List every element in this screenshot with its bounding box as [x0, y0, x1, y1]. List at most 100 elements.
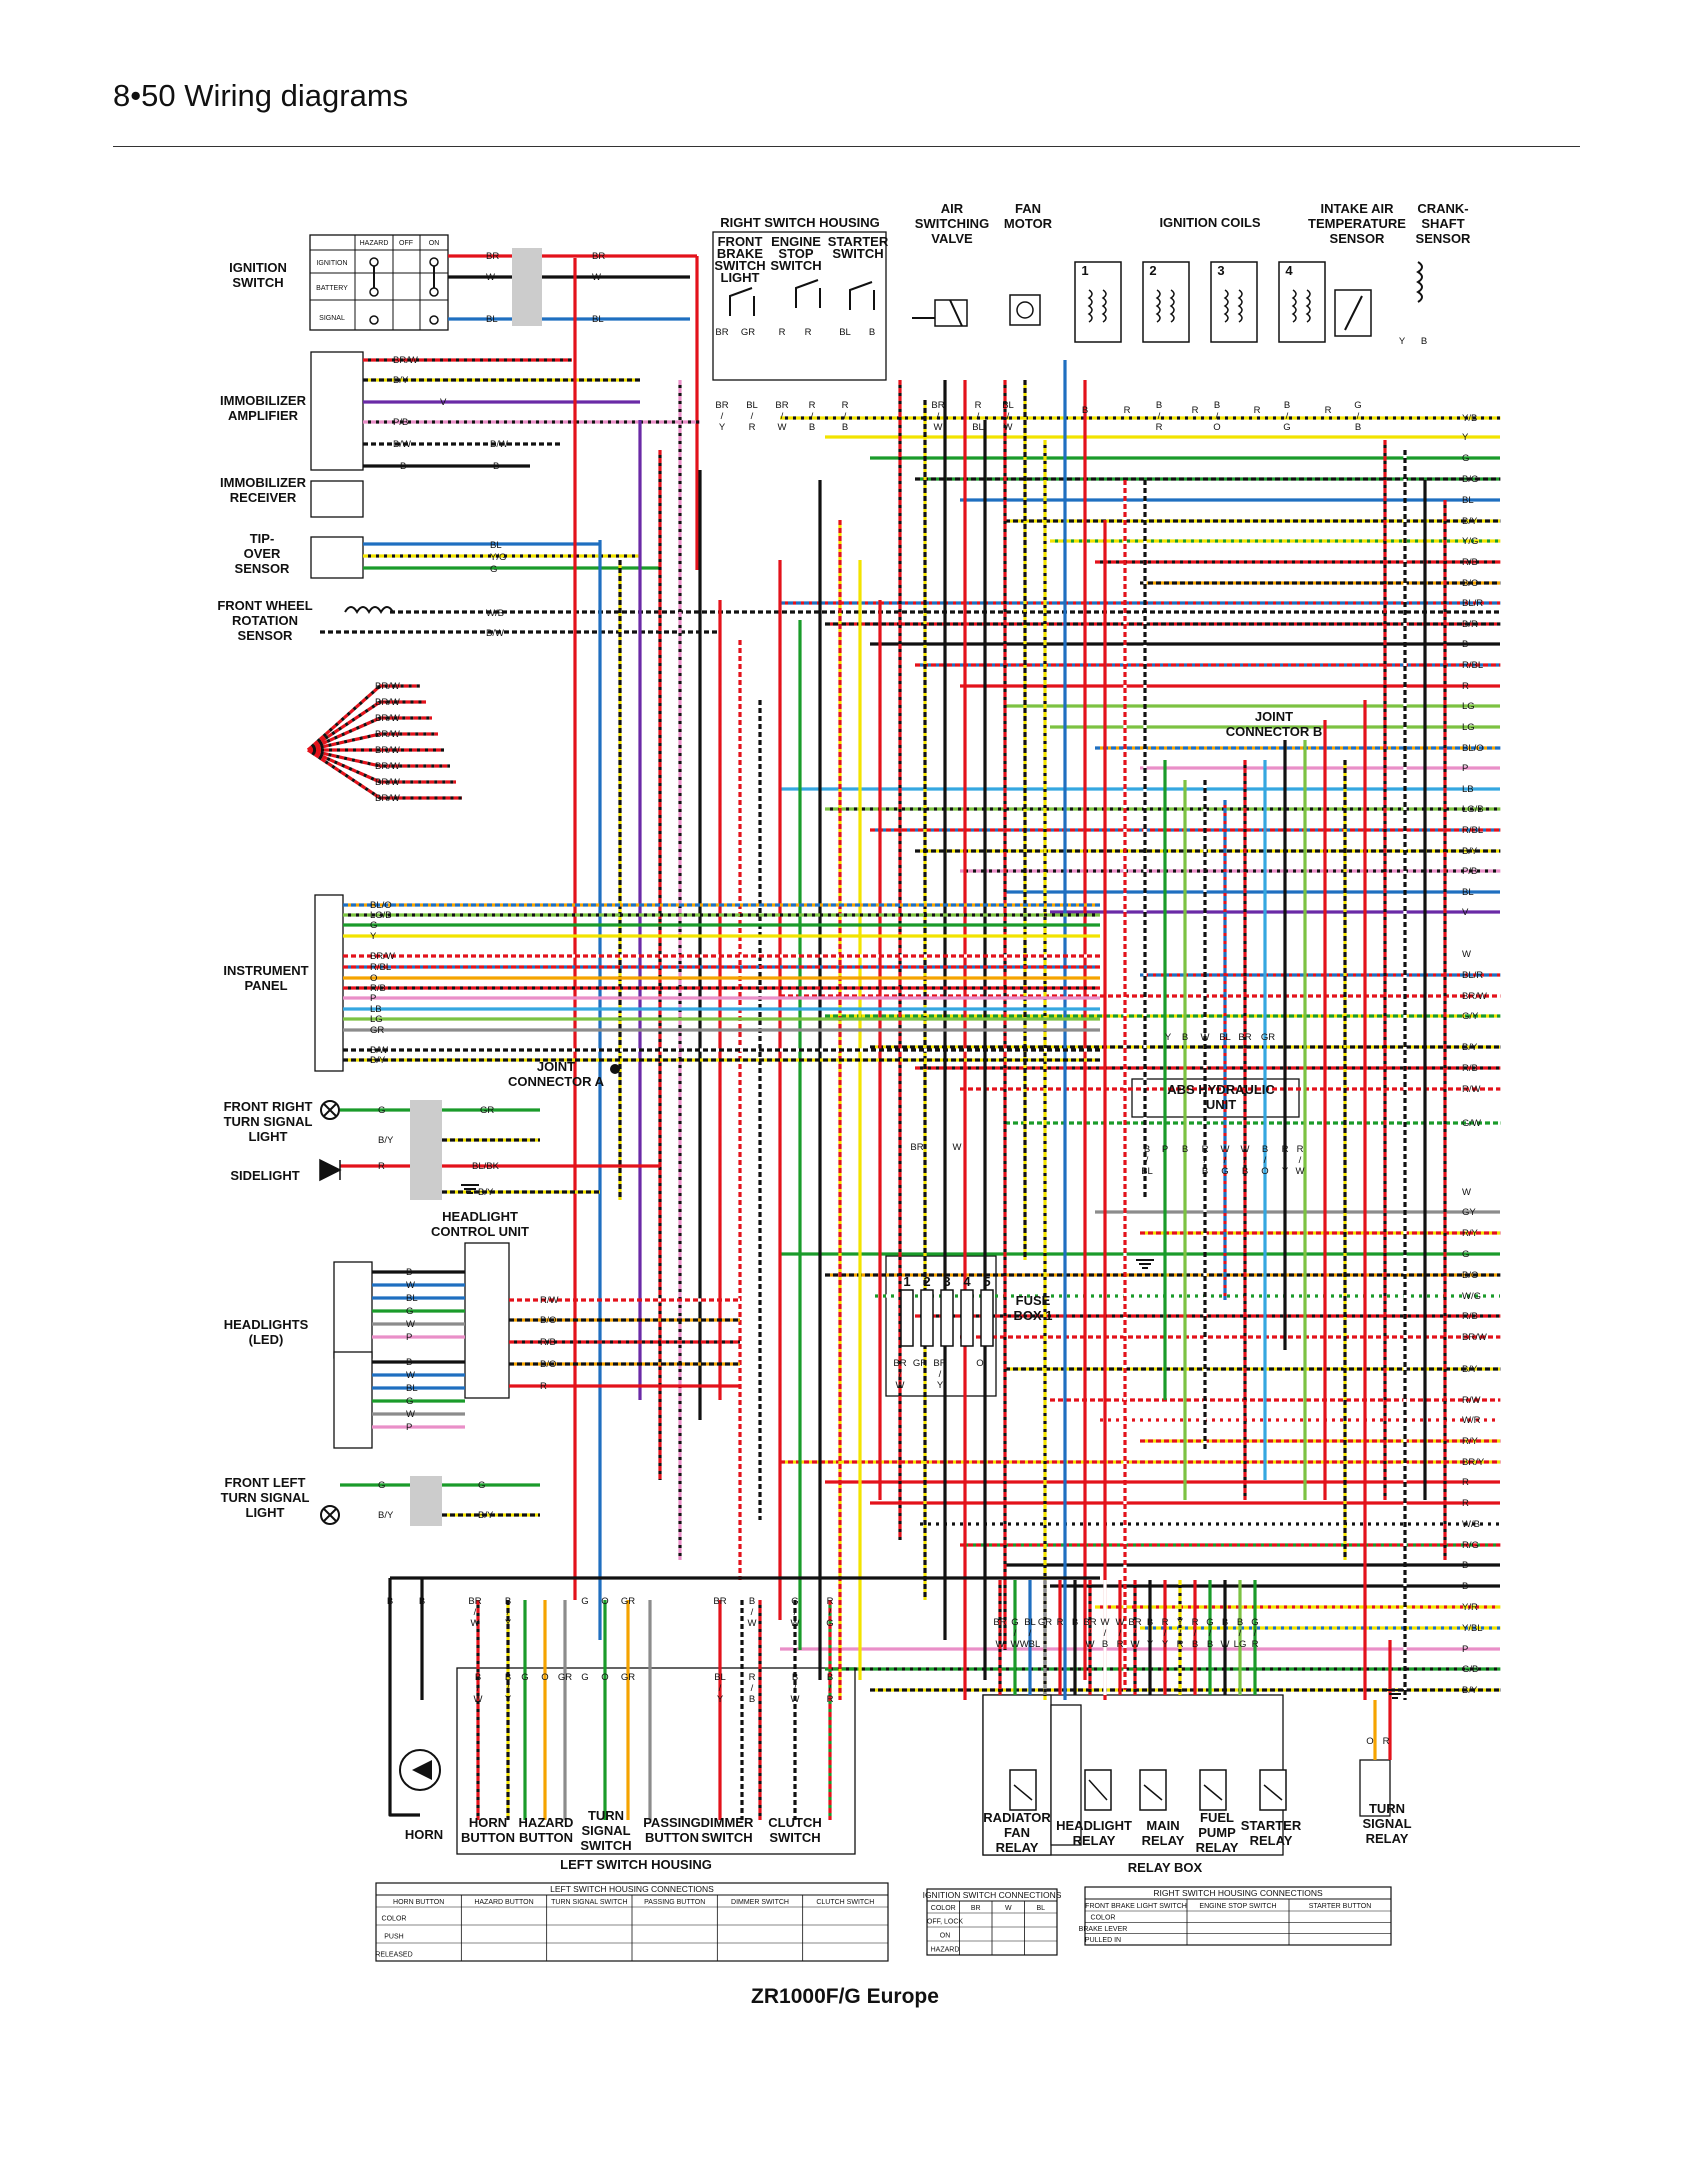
wire-label-part: W — [471, 1618, 480, 1629]
headlight-wire-label: B/O — [540, 1359, 556, 1370]
turn-signal-relay-label-line: SIGNAL — [1362, 1816, 1411, 1831]
ignition-contact — [369, 315, 379, 325]
wire-label-part: W — [896, 1380, 905, 1391]
abs-input-label: B — [1182, 1032, 1188, 1043]
relay-box-wire-label: B/W — [1221, 1617, 1230, 1650]
right-switch-wire-label: BL — [839, 327, 851, 338]
wire-label-part: / — [1029, 1628, 1032, 1639]
wire-label-part: B — [1242, 1166, 1248, 1177]
ignition-coils-label-line: IGNITION COILS — [1159, 215, 1260, 230]
immobilizer-amplifier-label-line: IMMOBILIZER — [220, 393, 307, 408]
wire-label-part: R — [842, 400, 849, 411]
ground-symbol — [1136, 1259, 1154, 1269]
left-switch-wire-label: B — [419, 1596, 425, 1607]
wire-label-part: R — [1117, 1639, 1124, 1650]
relay-box-wire-label: BR/W — [1083, 1617, 1096, 1650]
abs-output-label: R/Y — [1282, 1144, 1289, 1177]
front-brake-light-switch-label-line: BRAKE — [717, 246, 764, 261]
passing-button-label-line: PASSING — [643, 1815, 701, 1830]
harness-edge-label: B/Y — [1462, 1685, 1478, 1696]
wire-br-w-ground-tracer — [307, 716, 432, 752]
relay-coil-4 — [1259, 1769, 1287, 1811]
radiator-fan-relay-label-line: FAN — [1004, 1825, 1030, 1840]
wire-label-part: WBL — [1020, 1639, 1041, 1650]
wire-label-part: B — [387, 1596, 393, 1607]
wire-label-part: B — [869, 327, 875, 338]
harness-edge-label: LB — [1462, 784, 1474, 795]
relay-box-label-line: RELAY BOX — [1128, 1860, 1203, 1875]
wire-label-part: R — [1156, 422, 1163, 433]
harness-edge-label: B/Y — [1462, 846, 1478, 857]
wire-label-part: R — [805, 327, 812, 338]
wire-label-part: Y — [1162, 1639, 1169, 1650]
wire-label-part: B — [842, 422, 848, 433]
left-switch-wire-label: R/G — [826, 1596, 833, 1629]
left-switch-connections-table-title: LEFT SWITCH HOUSING CONNECTIONS — [550, 1884, 714, 1894]
harness-edge-label: Y/G — [1462, 536, 1478, 547]
fuse-number: 1 — [903, 1274, 910, 1289]
headlight-pin-label: P — [406, 1332, 412, 1343]
left-switch-wire-label: BR — [713, 1596, 726, 1607]
wire-label-part: / — [1216, 411, 1219, 422]
headlight-pin-label: P — [406, 1422, 412, 1433]
harness-edge-label: R — [1462, 681, 1469, 692]
immobilizer-amplifier-box — [310, 351, 364, 471]
wire-label-part: R — [1057, 1617, 1064, 1628]
intake-air-temp-sensor-label-line: TEMPERATURE — [1308, 216, 1406, 231]
wire-label-part: R — [1297, 1144, 1304, 1155]
wire-label-part: B — [1207, 1639, 1213, 1650]
fuse-number: 3 — [943, 1274, 950, 1289]
wire-label-part: R — [1202, 1144, 1209, 1155]
ignition-contact — [369, 257, 379, 267]
wire-label-part: / — [1286, 411, 1289, 422]
wire-br-w-ground-tracer — [307, 700, 426, 752]
wire-label-part: BL — [1024, 1617, 1036, 1628]
device-wire-label: B — [1421, 336, 1427, 347]
instrument-panel-box — [314, 894, 344, 1072]
clutch-switch-label-line: CLUTCH — [768, 1815, 821, 1830]
harness-edge-label: G/B — [1462, 1664, 1478, 1675]
joint-connector-b-label-line: JOINT — [1255, 709, 1293, 724]
wire-label-part: / — [1089, 1628, 1092, 1639]
right-switch-connections-table-group: ENGINE STOP SWITCH — [1199, 1903, 1276, 1910]
harness-edge-label: B/Y — [1462, 516, 1478, 527]
wire-label-part: W — [1131, 1639, 1140, 1650]
wire-label-part: G — [1251, 1617, 1258, 1628]
wire-label-part: / — [1254, 1628, 1257, 1639]
turn-signal-switch-label-line: SIGNAL — [581, 1823, 630, 1838]
ignition-table-rowhead: BATTERY — [316, 285, 348, 292]
headlight-pin-label: W — [406, 1370, 415, 1381]
wire-label-part: W — [953, 1142, 962, 1153]
wire-label-part: BL — [972, 422, 984, 433]
abs-output-label: R/B — [1202, 1144, 1209, 1177]
right-switch-wire-label: GR — [741, 327, 755, 338]
wire-label-part: B — [1262, 1144, 1268, 1155]
right-switch-wire-label: R — [779, 327, 786, 338]
wire-label-part: / — [1264, 1155, 1267, 1166]
harness-edge-label: GY — [1462, 1207, 1476, 1218]
ignition-coil-number: 2 — [1149, 263, 1156, 278]
wire-label-part: / — [999, 1628, 1002, 1639]
headlights-label-line: HEADLIGHTS — [224, 1317, 309, 1332]
wire-label-part: / — [507, 1607, 510, 1618]
wire-label-part: B — [1144, 1144, 1150, 1155]
wire-label-part: W — [778, 422, 787, 433]
left-switch-connections-table-rowhead: COLOR — [382, 1916, 407, 1923]
wire-label-part: O — [976, 1358, 983, 1369]
ground-wire-label: BR/W — [375, 713, 400, 724]
headlight-control-unit-box — [464, 1242, 510, 1399]
harness-edge-label: BL — [1462, 887, 1474, 898]
wire-label-part: B — [475, 1672, 481, 1683]
wire-label-part: BR — [893, 1358, 906, 1369]
wire-label-part: B — [809, 422, 815, 433]
wire-br-w-ground — [307, 748, 456, 784]
harness-edge-label: LG/B — [1462, 804, 1484, 815]
